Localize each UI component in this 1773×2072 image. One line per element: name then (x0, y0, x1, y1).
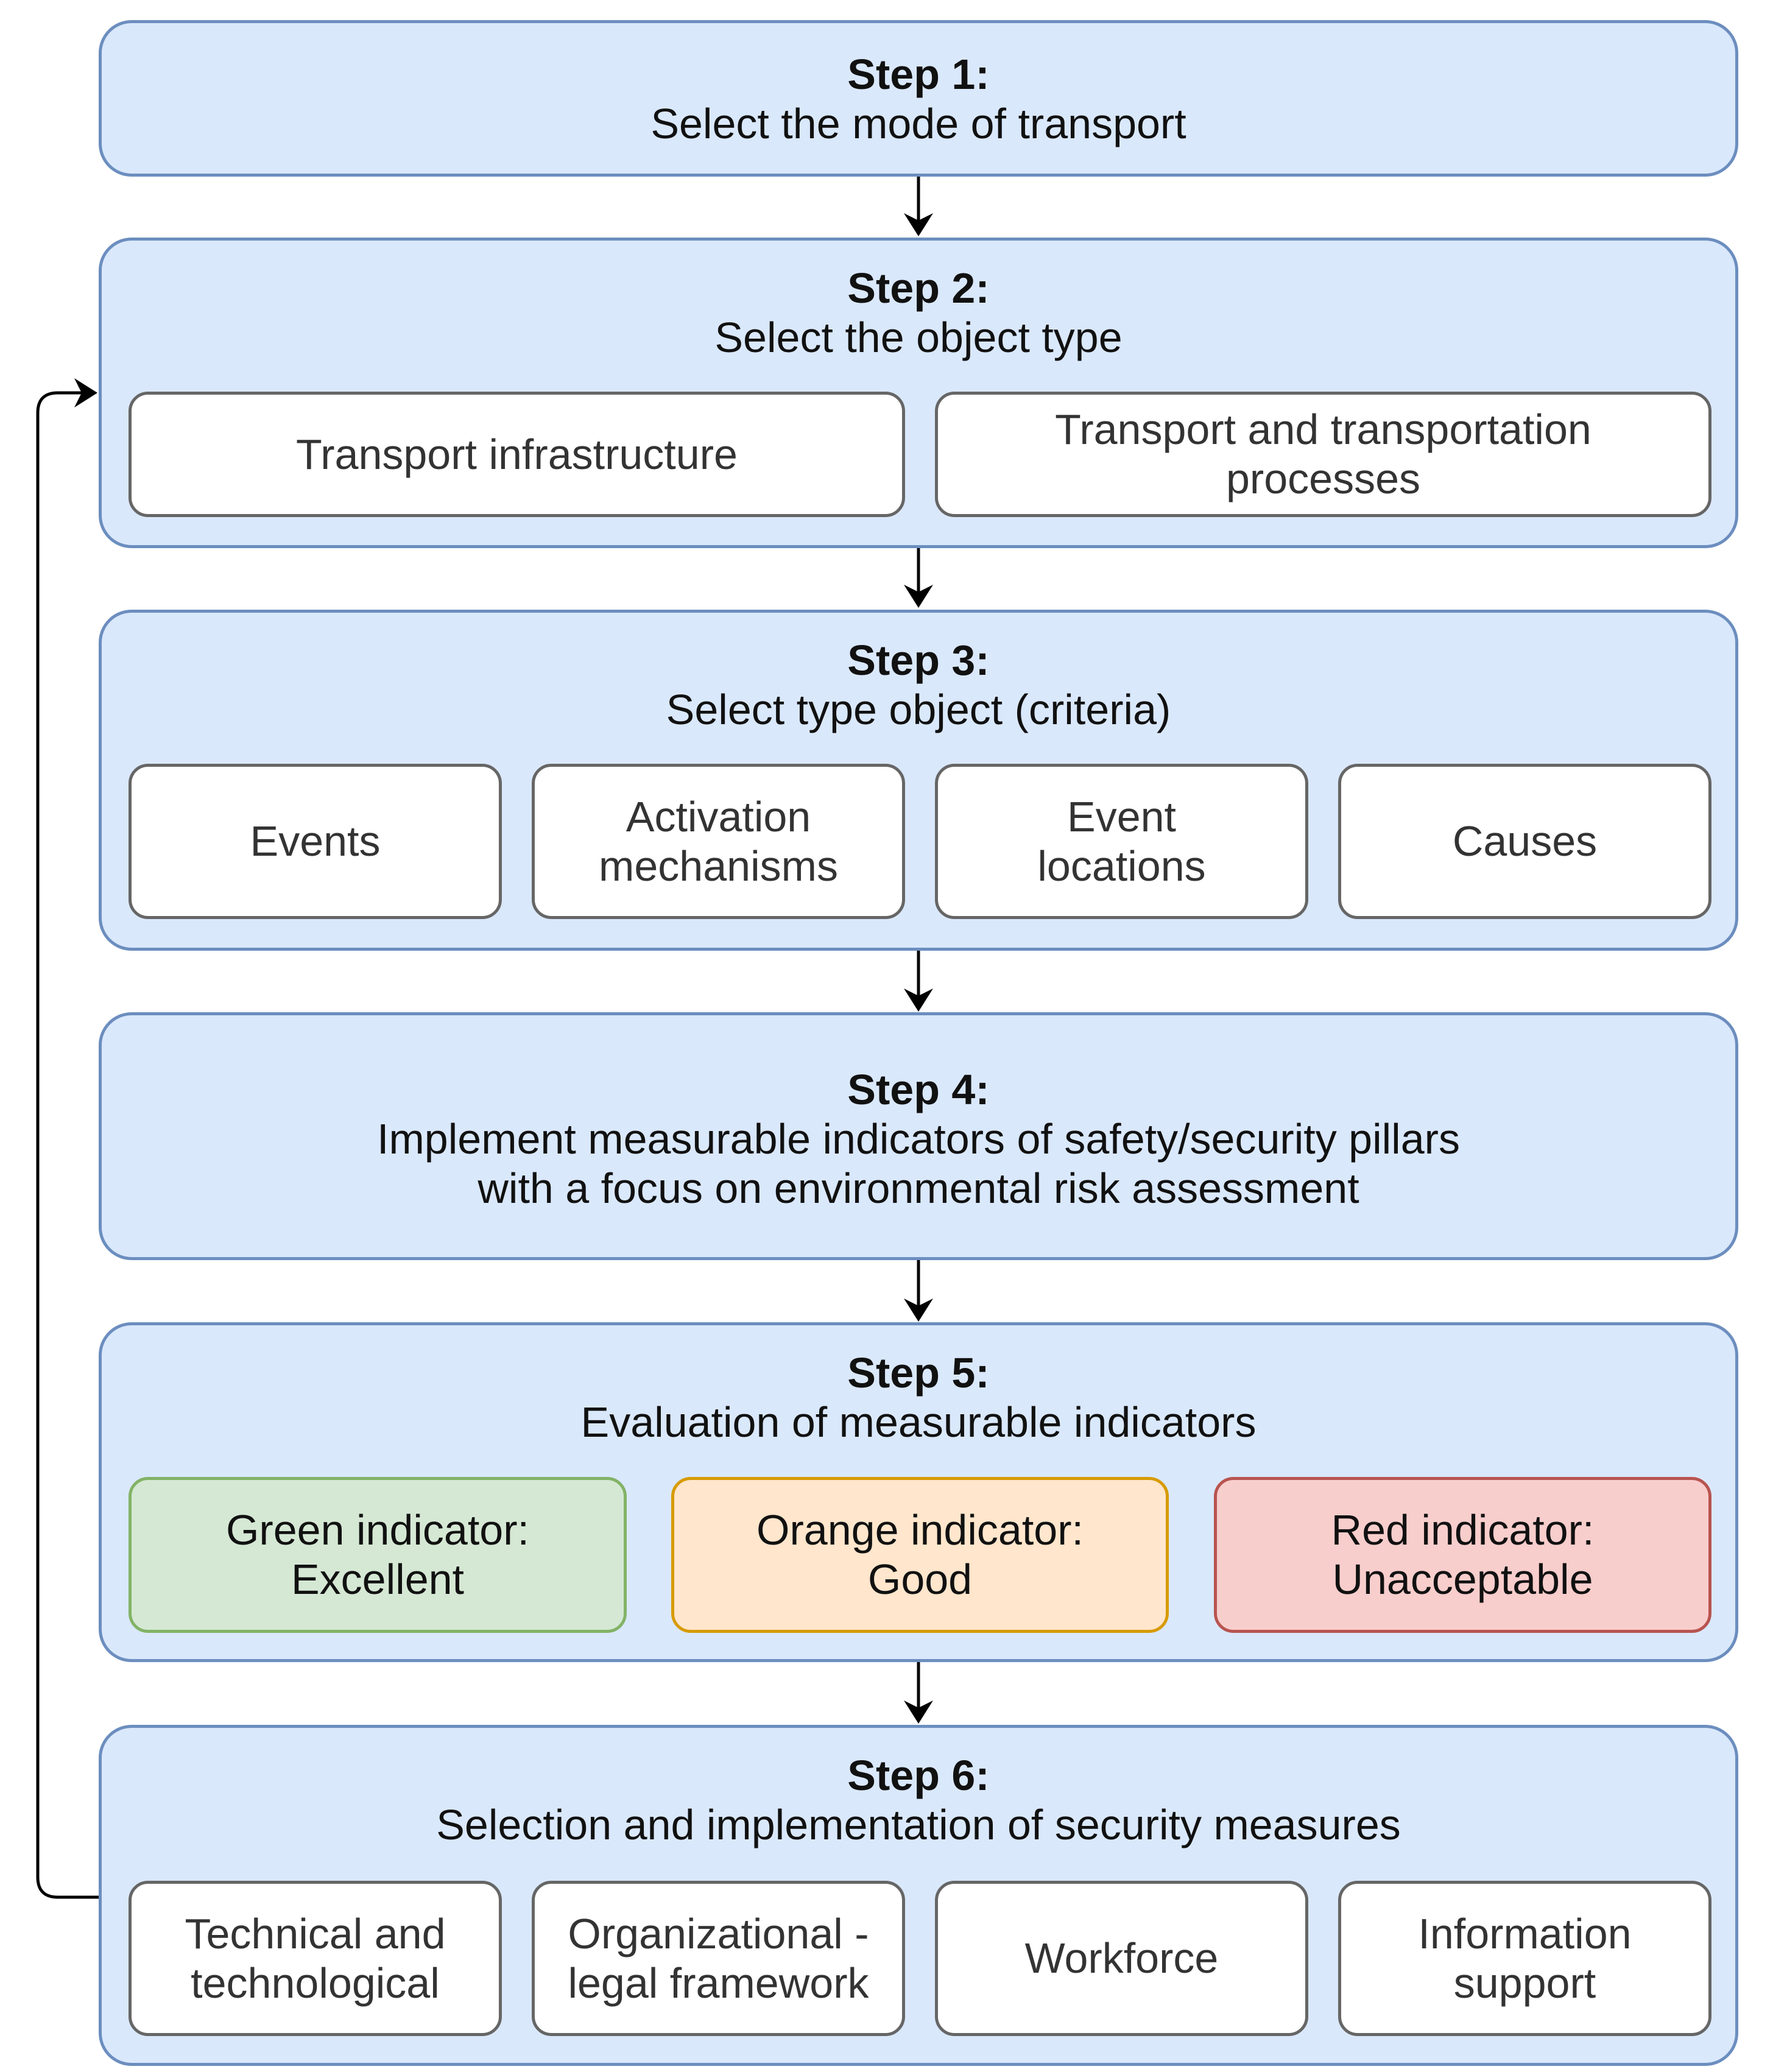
step-2-title: Step 2: (847, 264, 990, 312)
indicator-red: Red indicator: Unacceptable (1214, 1477, 1711, 1633)
step-4-title: Step 4: (847, 1066, 990, 1113)
step-1-box: Step 1: Select the mode of transport (99, 20, 1738, 177)
step-4-description-line-1: Implement measurable indicators of safet… (377, 1115, 1460, 1163)
indicator-green: Green indicator: Excellent (129, 1477, 627, 1633)
indicator-line: Green indicator: (225, 1506, 530, 1554)
criteria-causes: Causes (1338, 764, 1711, 919)
indicator-line: Red indicator: (1331, 1506, 1595, 1554)
option-line: Causes (1452, 817, 1598, 865)
option-line: technological (191, 1959, 440, 2007)
feedback-arrow-step6-to-step2 (36, 378, 99, 1899)
measure-organizational-legal: Organizational - legal framework (532, 1881, 905, 2036)
measure-workforce: Workforce (935, 1881, 1308, 2036)
indicator-line: Orange indicator: (756, 1506, 1084, 1554)
indicator-orange: Orange indicator: Good (671, 1477, 1169, 1633)
option-line: mechanisms (599, 842, 838, 890)
measure-technical-technological: Technical and technological (129, 1881, 502, 2036)
criteria-events: Events (129, 764, 502, 919)
step-4-description-line-2: with a focus on environmental risk asses… (478, 1165, 1359, 1212)
arrow-step1-to-step2 (904, 177, 933, 236)
step-1-description: Select the mode of transport (650, 100, 1186, 147)
step-5-description: Evaluation of measurable indicators (580, 1398, 1257, 1446)
step-5-title: Step 5: (847, 1349, 990, 1397)
arrow-step3-to-step4 (904, 951, 933, 1012)
option-line: Activation (626, 792, 811, 840)
step-3-description: Select type object (criteria) (666, 686, 1171, 733)
arrow-step5-to-step6 (904, 1662, 933, 1724)
option-line: locations (1037, 842, 1206, 890)
step-6-description: Selection and implementation of security… (436, 1801, 1401, 1848)
option-line: Organizational - (568, 1909, 869, 1957)
option-line: Technical and (185, 1909, 446, 1957)
measure-information-support: Information support (1338, 1881, 1711, 2036)
object-type-transport-infrastructure: Transport infrastructure (129, 392, 905, 517)
option-line: Transport and transportation (1055, 406, 1591, 453)
step-4-box: Step 4: Implement measurable indicators … (99, 1012, 1738, 1260)
arrow-step4-to-step5 (904, 1260, 933, 1322)
indicator-line: Unacceptable (1332, 1556, 1593, 1603)
option-line: Workforce (1024, 1934, 1219, 1982)
option-line: support (1453, 1959, 1596, 2007)
step-3-title: Step 3: (847, 636, 990, 684)
indicator-line: Excellent (291, 1556, 465, 1603)
arrow-step2-to-step3 (904, 548, 933, 608)
option-line: Transport infrastructure (296, 430, 738, 478)
criteria-event-locations: Event locations (935, 764, 1308, 919)
indicator-line: Good (867, 1556, 973, 1603)
criteria-activation-mechanisms: Activation mechanisms (532, 764, 905, 919)
option-line: Event (1067, 792, 1176, 840)
option-line: processes (1225, 455, 1421, 502)
step-6-title: Step 6: (847, 1752, 990, 1799)
option-line: Events (250, 817, 381, 865)
object-type-transport-processes: Transport and transportation processes (935, 392, 1711, 517)
option-line: legal framework (568, 1959, 869, 2007)
step-1-title: Step 1: (847, 51, 990, 98)
step-2-description: Select the object type (714, 314, 1123, 361)
option-line: Information (1418, 1909, 1632, 1957)
